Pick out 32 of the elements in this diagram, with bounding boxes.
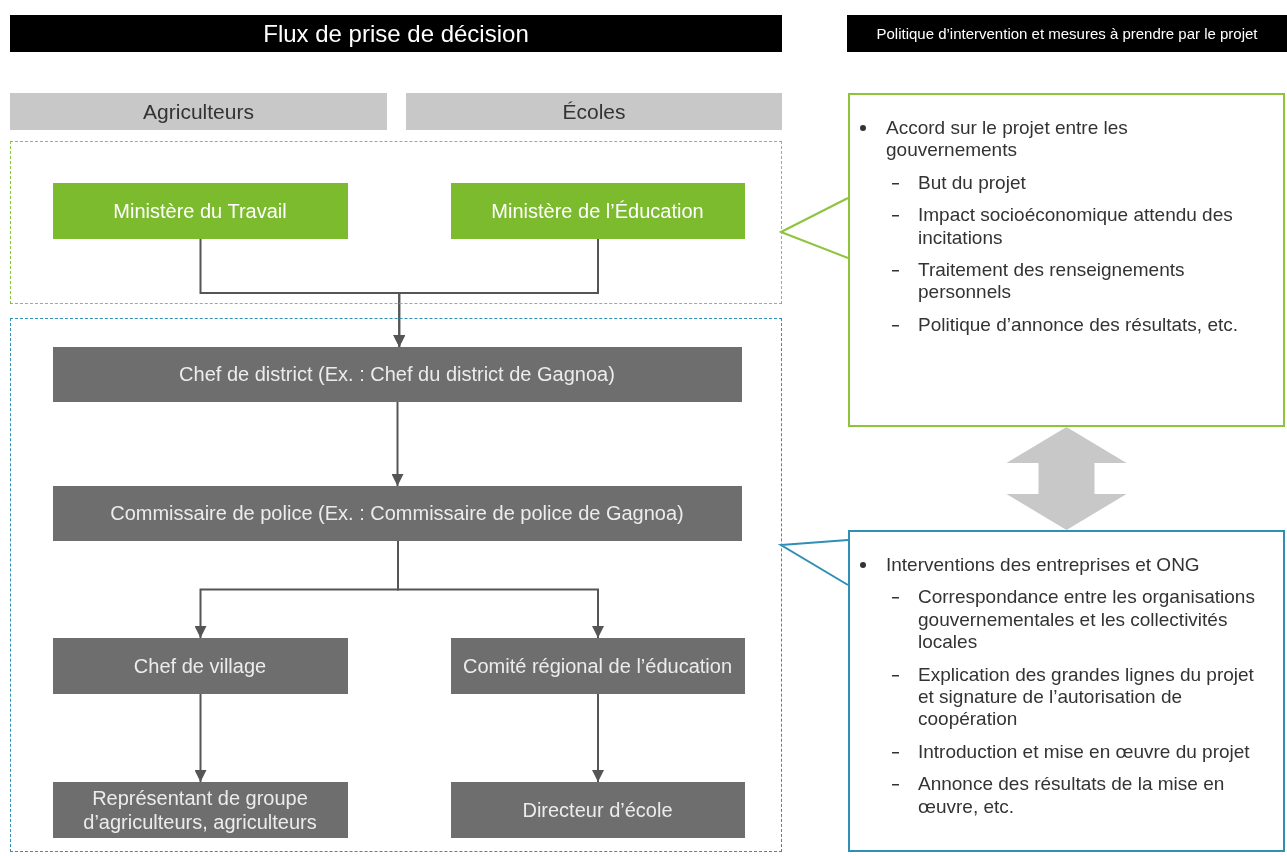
arrow — [391, 401, 404, 487]
ministry-box: Ministère de l’Éducation — [450, 182, 745, 239]
arrow — [592, 693, 604, 783]
sub-item-text: Introduction et mise en œuvre du projet — [918, 740, 1250, 762]
double-block-arrow — [1006, 427, 1127, 530]
column-header: Écoles — [406, 93, 782, 130]
arrow — [194, 693, 207, 783]
process-box: Directeur d’école — [450, 781, 745, 838]
dashed-group-frame — [10, 318, 782, 852]
list-item-text: Interventions des entreprises et ONG — [886, 554, 1200, 575]
sub-item-text: But du projet — [918, 171, 1026, 193]
sub-item-text: Traitement des renseignements personnels — [918, 259, 1185, 303]
section-heading-bar: Politique d’intervention et mesures à prendre par le projet — [847, 15, 1287, 52]
process-box: Comité régional de l’éducation — [450, 637, 745, 694]
process-box: Représentant de groupe d’agriculteurs, agriculteurs — [52, 781, 348, 838]
list-item-text: Accord sur le projet entre les gouvernements — [886, 117, 1128, 161]
process-box: Chef de village — [52, 637, 348, 694]
dashed-group-frame — [10, 141, 782, 304]
sub-item-text: Politique d’annonce des résultats, etc. — [918, 313, 1239, 335]
callout-box — [848, 530, 1285, 852]
process-box: Chef de district (Ex. : Chef du district de Gagnoa) — [52, 346, 742, 402]
ministry-box: Ministère du Travail — [52, 182, 348, 239]
title-bar: Flux de prise de décision — [10, 15, 782, 52]
sub-item-text: Annonce des résultats de la mise en œuvre, etc. — [918, 773, 1225, 817]
arrow — [397, 540, 604, 639]
column-header: Agriculteurs — [10, 93, 387, 130]
sub-item-text: Explication des grandes lignes du projet et signature de l’autorisation de coopération — [918, 663, 1254, 730]
sub-item-text: Impact socioéconomique attendu des incitations — [918, 204, 1233, 248]
callout-box — [848, 93, 1285, 427]
arrow — [393, 238, 599, 348]
sub-item-text: Correspondance entre les organisations gouvernementales et les collectivités locales — [918, 586, 1255, 653]
process-box: Commissaire de police (Ex. : Commissaire de police de Gagnoa) — [52, 485, 742, 541]
